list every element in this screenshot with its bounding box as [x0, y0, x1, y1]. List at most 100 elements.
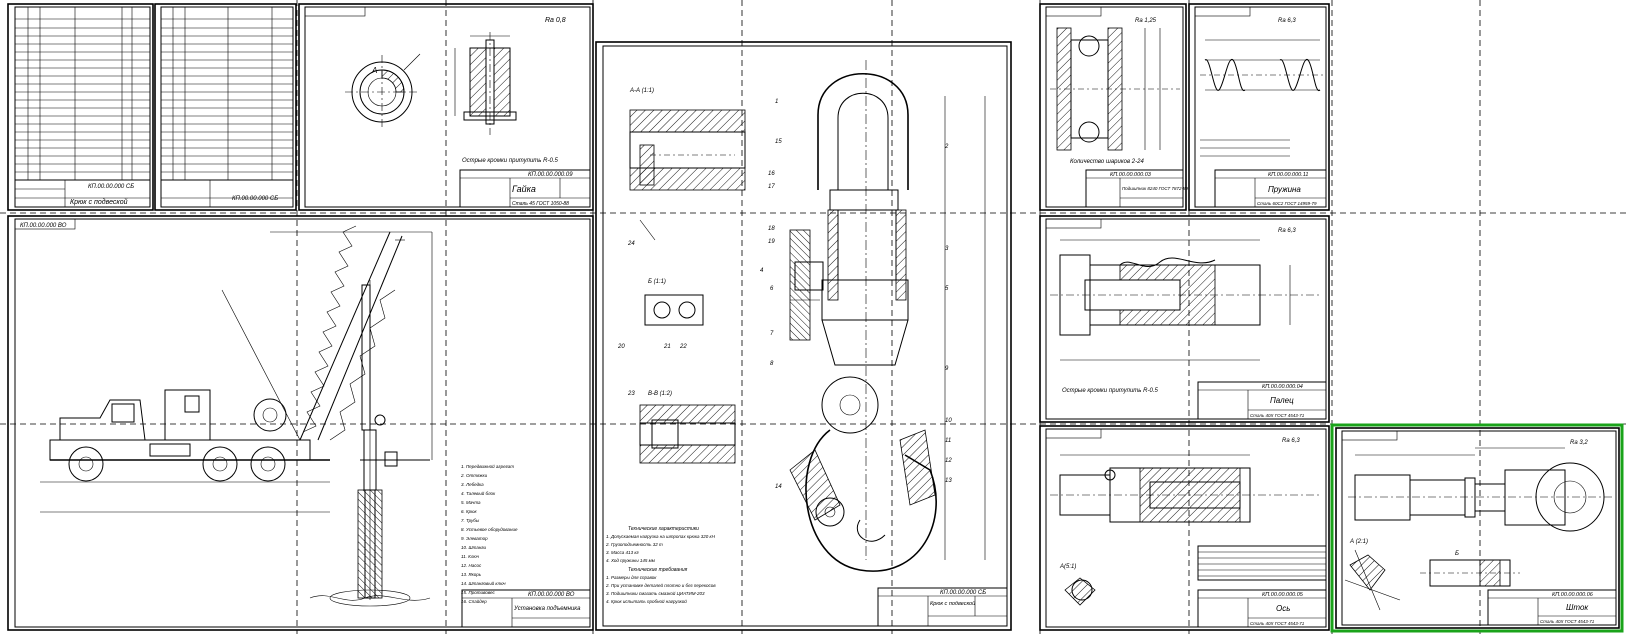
rig-legend-15: 15. Противовес	[461, 590, 495, 595]
sheet-spring[interactable]: Ra 6,3 КП.00.00.000.11 Пружина Сталь 60С…	[1188, 3, 1330, 211]
rig-legend-9: 9. Элеватор	[461, 536, 488, 541]
pin-material: Сталь 40Х ГОСТ 4543-71	[1250, 413, 1305, 418]
rig-legend-8: 8. Устьевое оборудование	[461, 527, 518, 532]
bearing-roughness: Ra 1,25	[1135, 18, 1157, 24]
rig-legend-4: 4. Талевый блок	[461, 490, 496, 496]
hook-callout-11: 11	[945, 438, 951, 444]
spring-material: Сталь 60С2 ГОСТ 14959-79	[1257, 201, 1317, 206]
rig-dimension-lines	[40, 231, 433, 513]
sheet-axle[interactable]: Ra 6,3 А(5:1) КП.00	[1039, 425, 1330, 631]
rod-material: Сталь 40Х ГОСТ 4543-71	[1540, 619, 1595, 624]
hook-callout-12: 12	[945, 458, 952, 464]
rig-truck	[40, 389, 330, 483]
hook-code: КП.00.00.000 СБ	[940, 590, 986, 596]
sheet-spec-1[interactable]: КП.00.00.000 СБ Крюк с подвеской	[7, 3, 154, 211]
hook-callout-1: 1	[775, 99, 778, 105]
hook-callout-14: 14	[775, 484, 782, 490]
hook-title-block	[877, 587, 1008, 627]
sheet-bearing[interactable]: Ra 1,25 Количество шариков 2-24 КП.00.00…	[1039, 3, 1188, 211]
hook-callout-23: 23	[627, 391, 635, 397]
rod-code: КП.00.00.000.06	[1552, 592, 1594, 598]
spring-drawing	[1200, 39, 1325, 157]
rod-drawing	[1348, 447, 1612, 532]
rod-detail-a	[1344, 549, 1401, 611]
hook-req-4: 4. Крюк испытать пробной нагрузкой	[606, 598, 687, 604]
rod-title-block	[1487, 589, 1617, 626]
rig-mast	[221, 225, 405, 441]
rig-legend-14: 14. Штанговый ключ	[461, 580, 506, 586]
hook-callout-16: 16	[768, 171, 775, 177]
axle-drawing	[1050, 454, 1320, 523]
nut-section-label: А	[371, 66, 377, 75]
hook-callout-6: 6	[770, 286, 774, 292]
rig-legend: 1. Передвижной агрегат 2. Оттяжки 3. Леб…	[460, 463, 518, 604]
spec1-title: Крюк с подвеской	[70, 198, 128, 206]
bearing-note: Количество шариков 2-24	[1070, 159, 1144, 165]
rig-legend-2: 2. Оттяжки	[460, 473, 488, 478]
spec2-code: КП.00.00.000 СБ	[232, 196, 278, 202]
hook-view-vv-label: В-В (1:2)	[648, 391, 672, 397]
rod-view-a-label: А (2:1)	[1349, 539, 1368, 545]
rod-roughness: Ra 3,2	[1570, 440, 1588, 446]
rod-detail-b	[1420, 559, 1520, 587]
hook-view-aa: А-А (1:1)	[629, 88, 746, 241]
hook-callout-21: 21	[663, 344, 671, 350]
hook-req-3: 3. Подшипники смазать смазкой ЦИАТИМ-203	[606, 590, 705, 596]
sheet-pin[interactable]: Ra 6,3 Острые кромки притупить R-0.5 КП.…	[1039, 215, 1330, 423]
nut-circle-view	[345, 53, 421, 128]
sheet-hook[interactable]: А-А (1:1) Б (1:1) В-В (1:2)	[595, 41, 1012, 631]
hook-callout-2: 2	[944, 144, 949, 150]
rig-legend-13: 13. Якорь	[461, 572, 482, 577]
spec-table-lines	[15, 7, 150, 207]
hook-callout-17: 17	[768, 184, 775, 190]
axle-material: Сталь 40Х ГОСТ 4543-71	[1250, 621, 1305, 626]
hook-tech-notes: Технические характеристики 1. Допускаема…	[605, 526, 716, 604]
nut-title-block	[459, 169, 591, 208]
axle-detail-view	[1064, 577, 1096, 606]
hook-callout-18: 18	[768, 226, 775, 232]
axle-code: КП.00.00.000.05	[1262, 592, 1304, 598]
sheet-rod[interactable]: Ra 3,2 А (2:1) Б	[1330, 423, 1624, 633]
pin-roughness: Ra 6,3	[1278, 228, 1296, 234]
hook-view-b: Б (1:1)	[644, 279, 704, 326]
rig-well	[309, 280, 431, 607]
sheet-rig[interactable]: КП.00.00.000 ВО	[7, 215, 594, 631]
rod-view-b-label: Б	[1455, 551, 1459, 557]
sheet-spec-2[interactable]: КП.00.00.000 СБ	[154, 3, 297, 211]
rig-title-block	[461, 589, 591, 628]
hook-callout-20: 20	[617, 344, 625, 350]
rig-code: КП.00.00.000 ВО	[528, 592, 575, 598]
pin-drawing	[1050, 239, 1320, 361]
selection-highlight	[1330, 423, 1624, 633]
hook-callout-4: 4	[760, 268, 764, 274]
hook-callouts: 1 2 3 4 5 6 7 8 9 10 11 12 13 14 15 16 1…	[617, 99, 952, 490]
axle-spec-table	[1197, 545, 1327, 581]
spec1-code: КП.00.00.000 СБ	[88, 184, 134, 190]
rig-title: Установка подъемника	[513, 606, 581, 612]
hook-tech-2: 2. Грузоподъемность 32 т	[605, 542, 663, 547]
hook-view-aa-label: А-А (1:1)	[629, 88, 654, 94]
spec2-table-lines	[161, 7, 293, 207]
hook-callout-5: 5	[945, 286, 949, 292]
hook-req-2: 2. При установке деталей плотно и без пе…	[605, 582, 716, 588]
sheet-nut[interactable]: А Ra 0,8 Острые кромки притупить R-0.5	[298, 3, 594, 211]
rig-legend-11: 11. Ключ	[461, 554, 480, 559]
axle-roughness: Ra 6,3	[1282, 438, 1300, 444]
hook-callout-10: 10	[945, 418, 952, 424]
hook-callout-7: 7	[770, 331, 774, 337]
nut-material: Сталь 45 ГОСТ 1050-88	[512, 201, 569, 207]
axle-view-label: А(5:1)	[1059, 564, 1076, 570]
hook-callout-8: 8	[770, 361, 774, 367]
hook-view-b-label: Б (1:1)	[648, 279, 666, 285]
hook-callout-3: 3	[945, 246, 949, 252]
nut-roughness: Ra 0,8	[545, 17, 566, 24]
hook-callout-9: 9	[945, 366, 949, 372]
hook-view-vv: В-В (1:2)	[639, 391, 736, 464]
hook-tech-1: 1. Допускаемая нагрузка на штропах крюка…	[606, 534, 716, 539]
pin-note: Острые кромки притупить R-0.5	[1062, 388, 1158, 394]
axle-title-block	[1197, 589, 1327, 628]
bearing-code: КП.00.00.000.03	[1110, 172, 1152, 178]
spring-title-block	[1214, 169, 1327, 208]
rig-legend-1: 1. Передвижной агрегат	[461, 463, 514, 469]
nut-note: Острые кромки притупить R-0.5	[462, 158, 558, 164]
